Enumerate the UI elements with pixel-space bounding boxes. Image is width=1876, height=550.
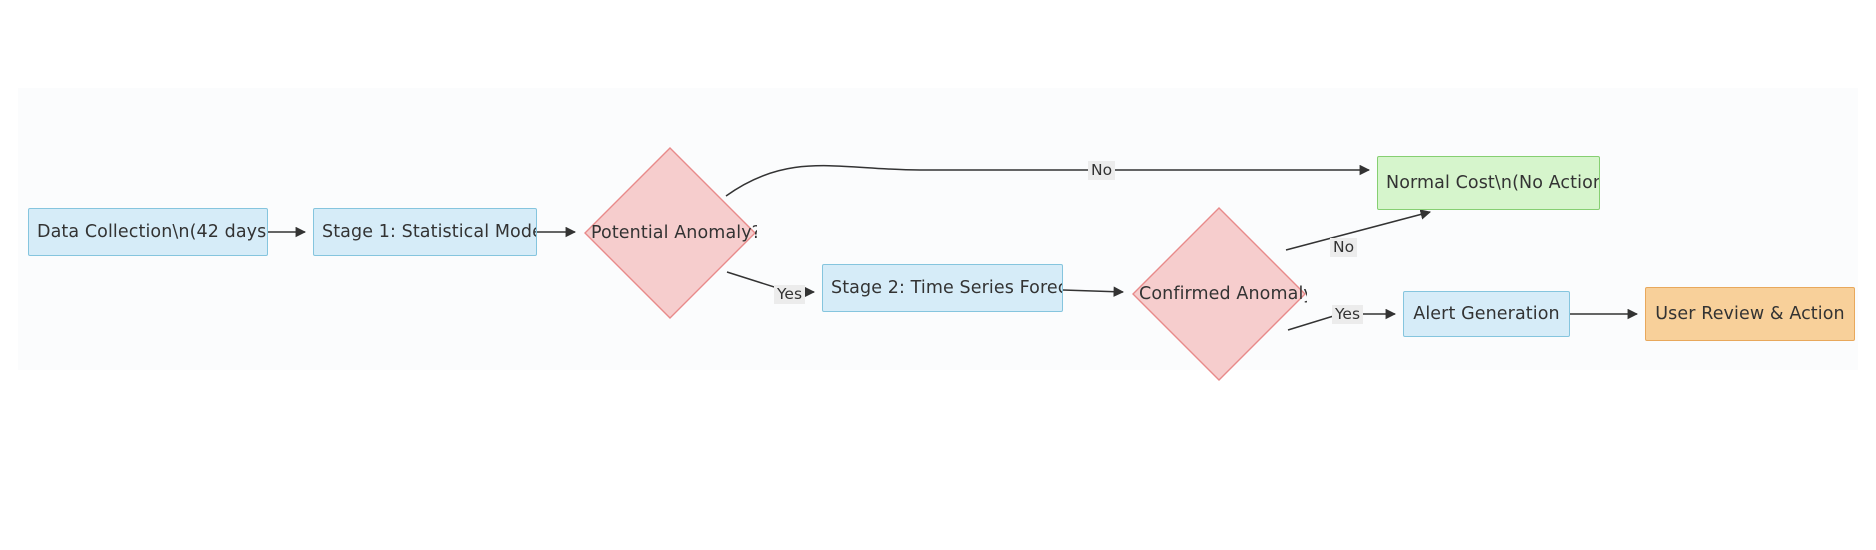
diamond-shape-confirmed-anomaly [1132,207,1306,381]
node-alert-generation-label: Alert Generation [1413,304,1560,324]
node-normal-cost-label: Normal Cost\n(No Action) [1386,173,1599,193]
edge-label-confirmed-anomaly-yes: Yes [1332,305,1364,325]
node-normal-cost-no-action[interactable]: Normal Cost\n(No Action) [1377,156,1600,210]
edge-label-potential-anomaly-yes: Yes [774,285,806,305]
node-data-collection-label: Data Collection\n(42 days hi [37,222,267,242]
edge-label-potential-anomaly-no: No [1088,161,1116,181]
diagram-background [18,88,1858,370]
node-user-review-action[interactable]: User Review & Action [1645,287,1855,341]
node-data-collection[interactable]: Data Collection\n(42 days hi [28,208,268,256]
node-stage1-label: Stage 1: Statistical Model [322,222,536,242]
node-stage1-statistical-model[interactable]: Stage 1: Statistical Model [313,208,537,256]
node-confirmed-anomaly-decision[interactable]: Confirmed Anomaly? [1131,206,1307,382]
node-user-review-label: User Review & Action [1655,304,1845,324]
node-potential-anomaly-decision[interactable]: Potential Anomaly? [583,146,757,320]
node-stage2-time-series-forecast[interactable]: Stage 2: Time Series Foreca: [822,264,1063,312]
node-stage2-label: Stage 2: Time Series Foreca: [831,278,1062,298]
node-potential-anomaly-label: Potential Anomaly? [591,223,757,243]
edge-label-confirmed-anomaly-no: No [1330,238,1358,258]
node-alert-generation[interactable]: Alert Generation [1403,291,1570,337]
diamond-shape-potential-anomaly [584,147,756,319]
node-confirmed-anomaly-label: Confirmed Anomaly? [1139,284,1307,304]
